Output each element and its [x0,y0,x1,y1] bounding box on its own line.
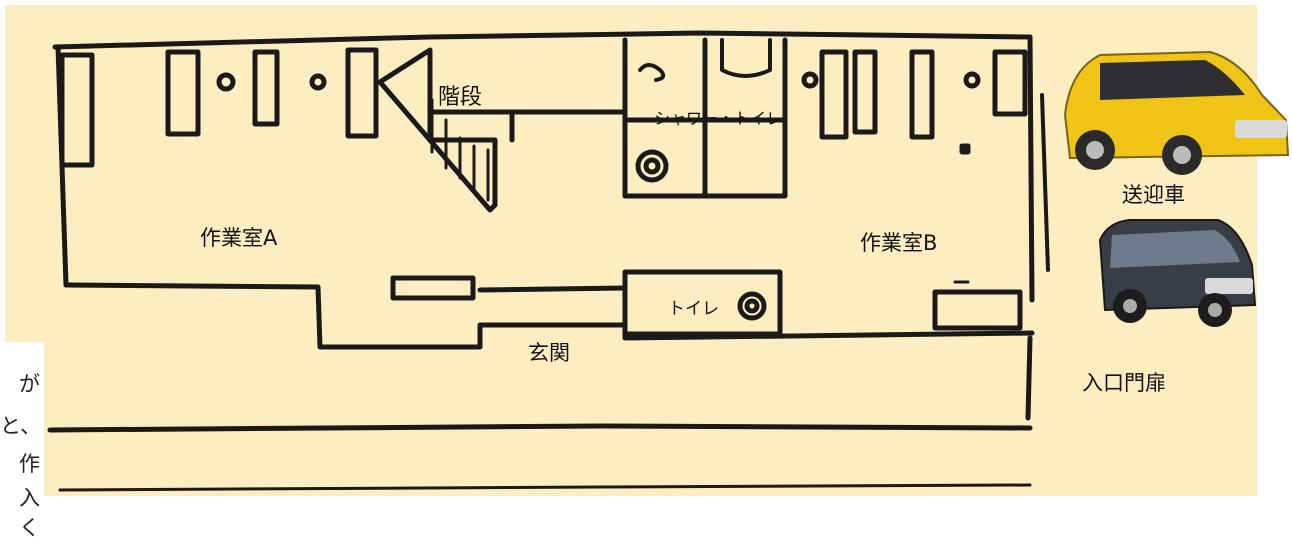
entrance-corridor [477,285,628,293]
toilet-bowl-lower [737,291,767,321]
label-entrance: 玄関 [528,341,570,365]
fixture-circle-3 [801,71,819,89]
toilet-bowl-upper-inner [643,157,661,175]
label-toilet: トイレ [668,299,719,319]
toilet-room [622,269,783,337]
column-2 [165,49,201,137]
floor-plan-ink [47,30,1050,492]
gate-post [1025,335,1033,421]
column-1 [59,52,95,168]
floor-plan-page: 階段 シャワー・トイレ 作業室A 作業室B トイレ 玄関 送迎車 入口門扉 が … [0,5,1290,540]
side-text-1: が [19,372,40,396]
bathtub [720,38,772,78]
side-text-3: 作 [19,452,40,476]
side-text-2: と、 [0,414,42,438]
label-shower-toilet: シャワー・トイレ [654,109,782,128]
column-8 [992,49,1028,117]
side-text-panel [0,342,44,496]
outer-top-wall [52,30,1033,50]
fixture-square [959,143,971,155]
label-entrance-gate: 入口門扉 [1082,371,1166,395]
stairs-treads [430,98,490,202]
stairs-landing [427,109,515,143]
fixture-circle-4 [963,71,981,89]
yellow-minivan-icon [1063,50,1290,175]
bottom-cabinet-left [390,275,476,301]
label-shuttle-car: 送迎車 [1122,183,1185,207]
bottom-cabinet-right [932,289,1023,331]
fixture-circle-1 [216,72,236,92]
column-7 [909,49,935,140]
column-5 [819,49,849,140]
paper-background [5,5,1257,496]
column-3 [252,49,280,127]
black-minibus-icon [1098,219,1257,327]
shower-head [638,63,666,82]
ground-line-upper [47,423,1033,433]
ground-line-lower [58,483,1032,492]
shower-toilet-divider [622,37,788,199]
side-text-4: 入く [19,486,40,540]
label-workroom-b: 作業室B [860,231,937,255]
column-4 [345,47,379,139]
floor-plan-svg: 階段 シャワー・トイレ 作業室A 作業室B トイレ 玄関 送迎車 入口門扉 [0,5,1290,496]
label-stairs: 階段 [438,85,482,110]
right-door-panel [1040,93,1050,272]
fixture-circle-2 [309,73,327,91]
outer-right-wall [1027,34,1035,303]
toilet-bowl-upper [635,149,669,183]
label-workroom-a: 作業室A [200,226,278,250]
toilet-bowl-lower-inner [744,298,760,314]
column-6 [852,49,878,135]
stairs-outline [377,47,498,213]
